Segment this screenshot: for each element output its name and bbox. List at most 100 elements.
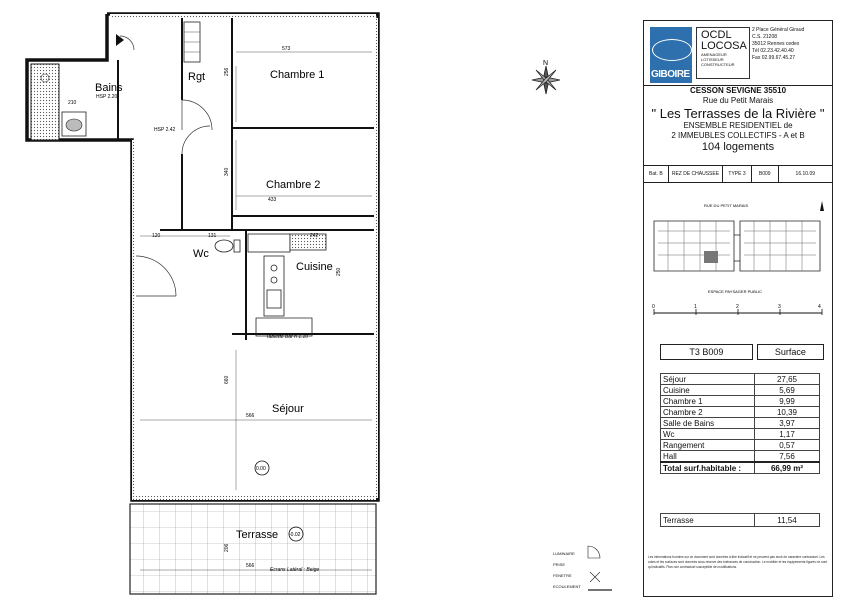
dim-242: 242 <box>310 233 319 239</box>
legend-item: LUMINAIRE <box>553 551 575 556</box>
key-north-arrow-icon <box>820 201 824 211</box>
scale-tick: 2 <box>736 304 739 310</box>
surface-room: Cuisine <box>660 384 755 396</box>
surface-value: 3,97 <box>754 417 820 429</box>
giboire-logo: GIBOIRE <box>650 27 692 83</box>
project-logements: 104 logements <box>701 141 775 153</box>
surface-value: 10,39 <box>754 406 820 418</box>
scale-tick: 0 <box>652 304 655 310</box>
wc-bowl <box>214 239 241 253</box>
surface-value: 0,57 <box>754 439 820 451</box>
surface-room: Wc <box>660 428 755 440</box>
brand-role: LOTISSEUR <box>701 57 724 62</box>
terrace-label: Terrasse <box>660 513 755 527</box>
legend-item: FENETRE <box>553 573 572 578</box>
scale-tick: 4 <box>818 304 821 310</box>
level-marker-sejour-text: 0.00 <box>256 466 266 472</box>
surface-room: Rangement <box>660 439 755 451</box>
level-marker-terrasse: -0.02 <box>288 526 304 542</box>
room-label-chambre1: Chambre 1 <box>270 69 324 81</box>
ecrans-note: Ecrans Latéral : Beige <box>270 567 319 573</box>
address-line: 35012 Rennes cedex <box>752 41 800 47</box>
entry-arrow-icon <box>116 34 124 46</box>
total-row: Total surf.habitable :66,99 m² <box>660 461 820 474</box>
surface-header: Surface <box>756 344 824 360</box>
brand-role: CONSTRUCTEUR <box>701 62 735 67</box>
dim-256: 256 <box>224 67 230 76</box>
dim-573: 573 <box>282 46 291 52</box>
surface-value: 7,56 <box>754 450 820 463</box>
legend-item: ECOULEMENT <box>553 584 581 589</box>
scale-tick: 3 <box>778 304 781 310</box>
dim-250: 250 <box>336 267 342 276</box>
dim-660: 660 <box>224 375 230 384</box>
tablette-note: Tablette Bar h 1.10 <box>266 334 308 340</box>
title-block-header: GIBOIRE OCDL LOCOSA AMENAGEUR LOTISSEUR … <box>644 21 832 86</box>
company-address: 2 Place Général Giraud C.S. 21208 35012 … <box>752 27 830 62</box>
row-cell: 16.10.09 <box>795 171 816 177</box>
door-swings <box>119 35 213 297</box>
dimension-lines <box>140 51 372 571</box>
level-marker-terrasse-text: -0.02 <box>289 532 301 538</box>
surface-value: 5,69 <box>754 384 820 396</box>
surface-room: Chambre 1 <box>660 395 755 407</box>
terrace-value: 11,54 <box>754 513 820 527</box>
compass-north-label: N <box>543 60 548 67</box>
compass-rose-icon: N <box>531 60 561 95</box>
room-label-bains: Bains <box>95 82 123 94</box>
dim-340: 340 <box>224 167 230 176</box>
lot-header: T3 B009 Surface <box>660 344 824 360</box>
scale-tick: 1 <box>694 304 697 310</box>
row-cell: Bat. B <box>644 166 669 182</box>
room-label-sejour: Séjour <box>272 403 304 415</box>
room-label-wc: Wc <box>193 248 209 260</box>
floor-plan: Chambre 1 Chambre 2 Cuisine Séjour Wc Rg… <box>25 12 380 595</box>
room-label-cuisine: Cuisine <box>296 261 333 273</box>
legend: LUMINAIRE PRISE FENETRE ECOULEMENT <box>553 548 581 592</box>
dim-566b: 566 <box>246 563 255 569</box>
project-name: " Les Terrasses de la Rivière " <box>651 106 825 121</box>
title-block: GIBOIRE OCDL LOCOSA AMENAGEUR LOTISSEUR … <box>643 20 833 597</box>
project-city: CESSON SEVIGNE 35510 <box>689 86 787 95</box>
row-cell: B009 <box>752 166 779 182</box>
bathtub-shower <box>30 63 60 141</box>
project-immeubles: 2 IMMEUBLES COLLECTIFS - A et B <box>671 131 805 140</box>
hsp-bains-note: HSP 2.20 <box>96 94 118 100</box>
logo-text: GIBOIRE <box>651 69 690 80</box>
interior-walls <box>117 18 374 340</box>
address-line: 2 Place Général Giraud <box>752 27 805 33</box>
surface-value: 1,17 <box>754 428 820 440</box>
level-marker-sejour: 0.00 <box>254 460 270 476</box>
terrace-table: Terrasse 11,54 <box>660 513 820 527</box>
kitchen-counter <box>247 233 327 337</box>
logo-swoosh <box>652 39 692 61</box>
dim-131: 131 <box>208 233 217 239</box>
surface-value: 27,65 <box>754 373 820 385</box>
surface-value: 9,99 <box>754 395 820 407</box>
dim-206: 206 <box>224 543 230 552</box>
key-plan-drawing: RUE DU PETIT MARAIS ESPACE PAYSAGER PUBL… <box>653 201 824 294</box>
brand-role: AMENAGEUR <box>701 52 727 57</box>
terrace <box>129 503 377 595</box>
brand-line: LOCOSA <box>701 40 747 52</box>
dim-210: 210 <box>68 100 77 106</box>
lot-id: T3 B009 <box>660 344 753 360</box>
key-plan: RUE DU PETIT MARAIS ESPACE PAYSAGER PUBL… <box>644 191 832 321</box>
address-line: Tél 02.23.42.40.40 <box>752 48 794 54</box>
project-street: Rue du Petit Marais <box>702 96 774 105</box>
dim-433: 433 <box>268 197 277 203</box>
surface-room: Chambre 2 <box>660 406 755 418</box>
scale-bar: 0 1 2 3 4 <box>652 303 823 322</box>
room-label-terrasse: Terrasse <box>236 529 278 541</box>
project-info: CESSON SEVIGNE 35510 Rue du Petit Marais… <box>644 86 832 154</box>
key-plan-label-bottom: ESPACE PAYSAGER PUBLIC <box>708 289 762 294</box>
lot-info-row: Bat. B REZ DE CHAUSSEE TYPE 3 B009 16.10… <box>644 165 832 183</box>
surface-room: Hall <box>660 450 755 463</box>
total-label: Total surf.habitable : <box>660 461 755 474</box>
row-cell: TYPE 3 <box>723 166 752 182</box>
